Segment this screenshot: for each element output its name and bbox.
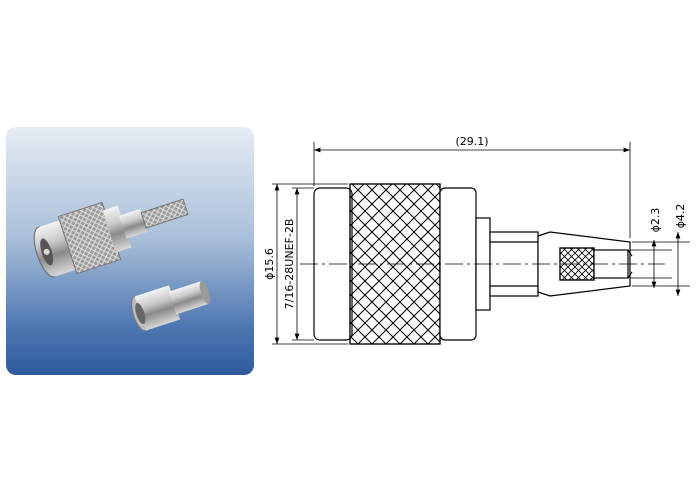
outer-diameter-label: ϕ15.6 xyxy=(263,248,276,280)
pin-diameter-label: ϕ2.3 xyxy=(649,208,662,233)
technical-drawing: (29.1) ϕ15.6 7/16-28UNEF-2B ϕ2.3 ϕ4.2 xyxy=(263,135,690,345)
cable-diameter-label: ϕ4.2 xyxy=(674,204,687,229)
overall-length-label: (29.1) xyxy=(455,135,488,148)
product-photo xyxy=(6,127,254,375)
connector-body xyxy=(33,198,189,278)
connector-illustration xyxy=(33,198,211,332)
crimp-ferrule xyxy=(131,281,211,332)
thread-spec-label: 7/16-28UNEF-2B xyxy=(283,219,296,310)
